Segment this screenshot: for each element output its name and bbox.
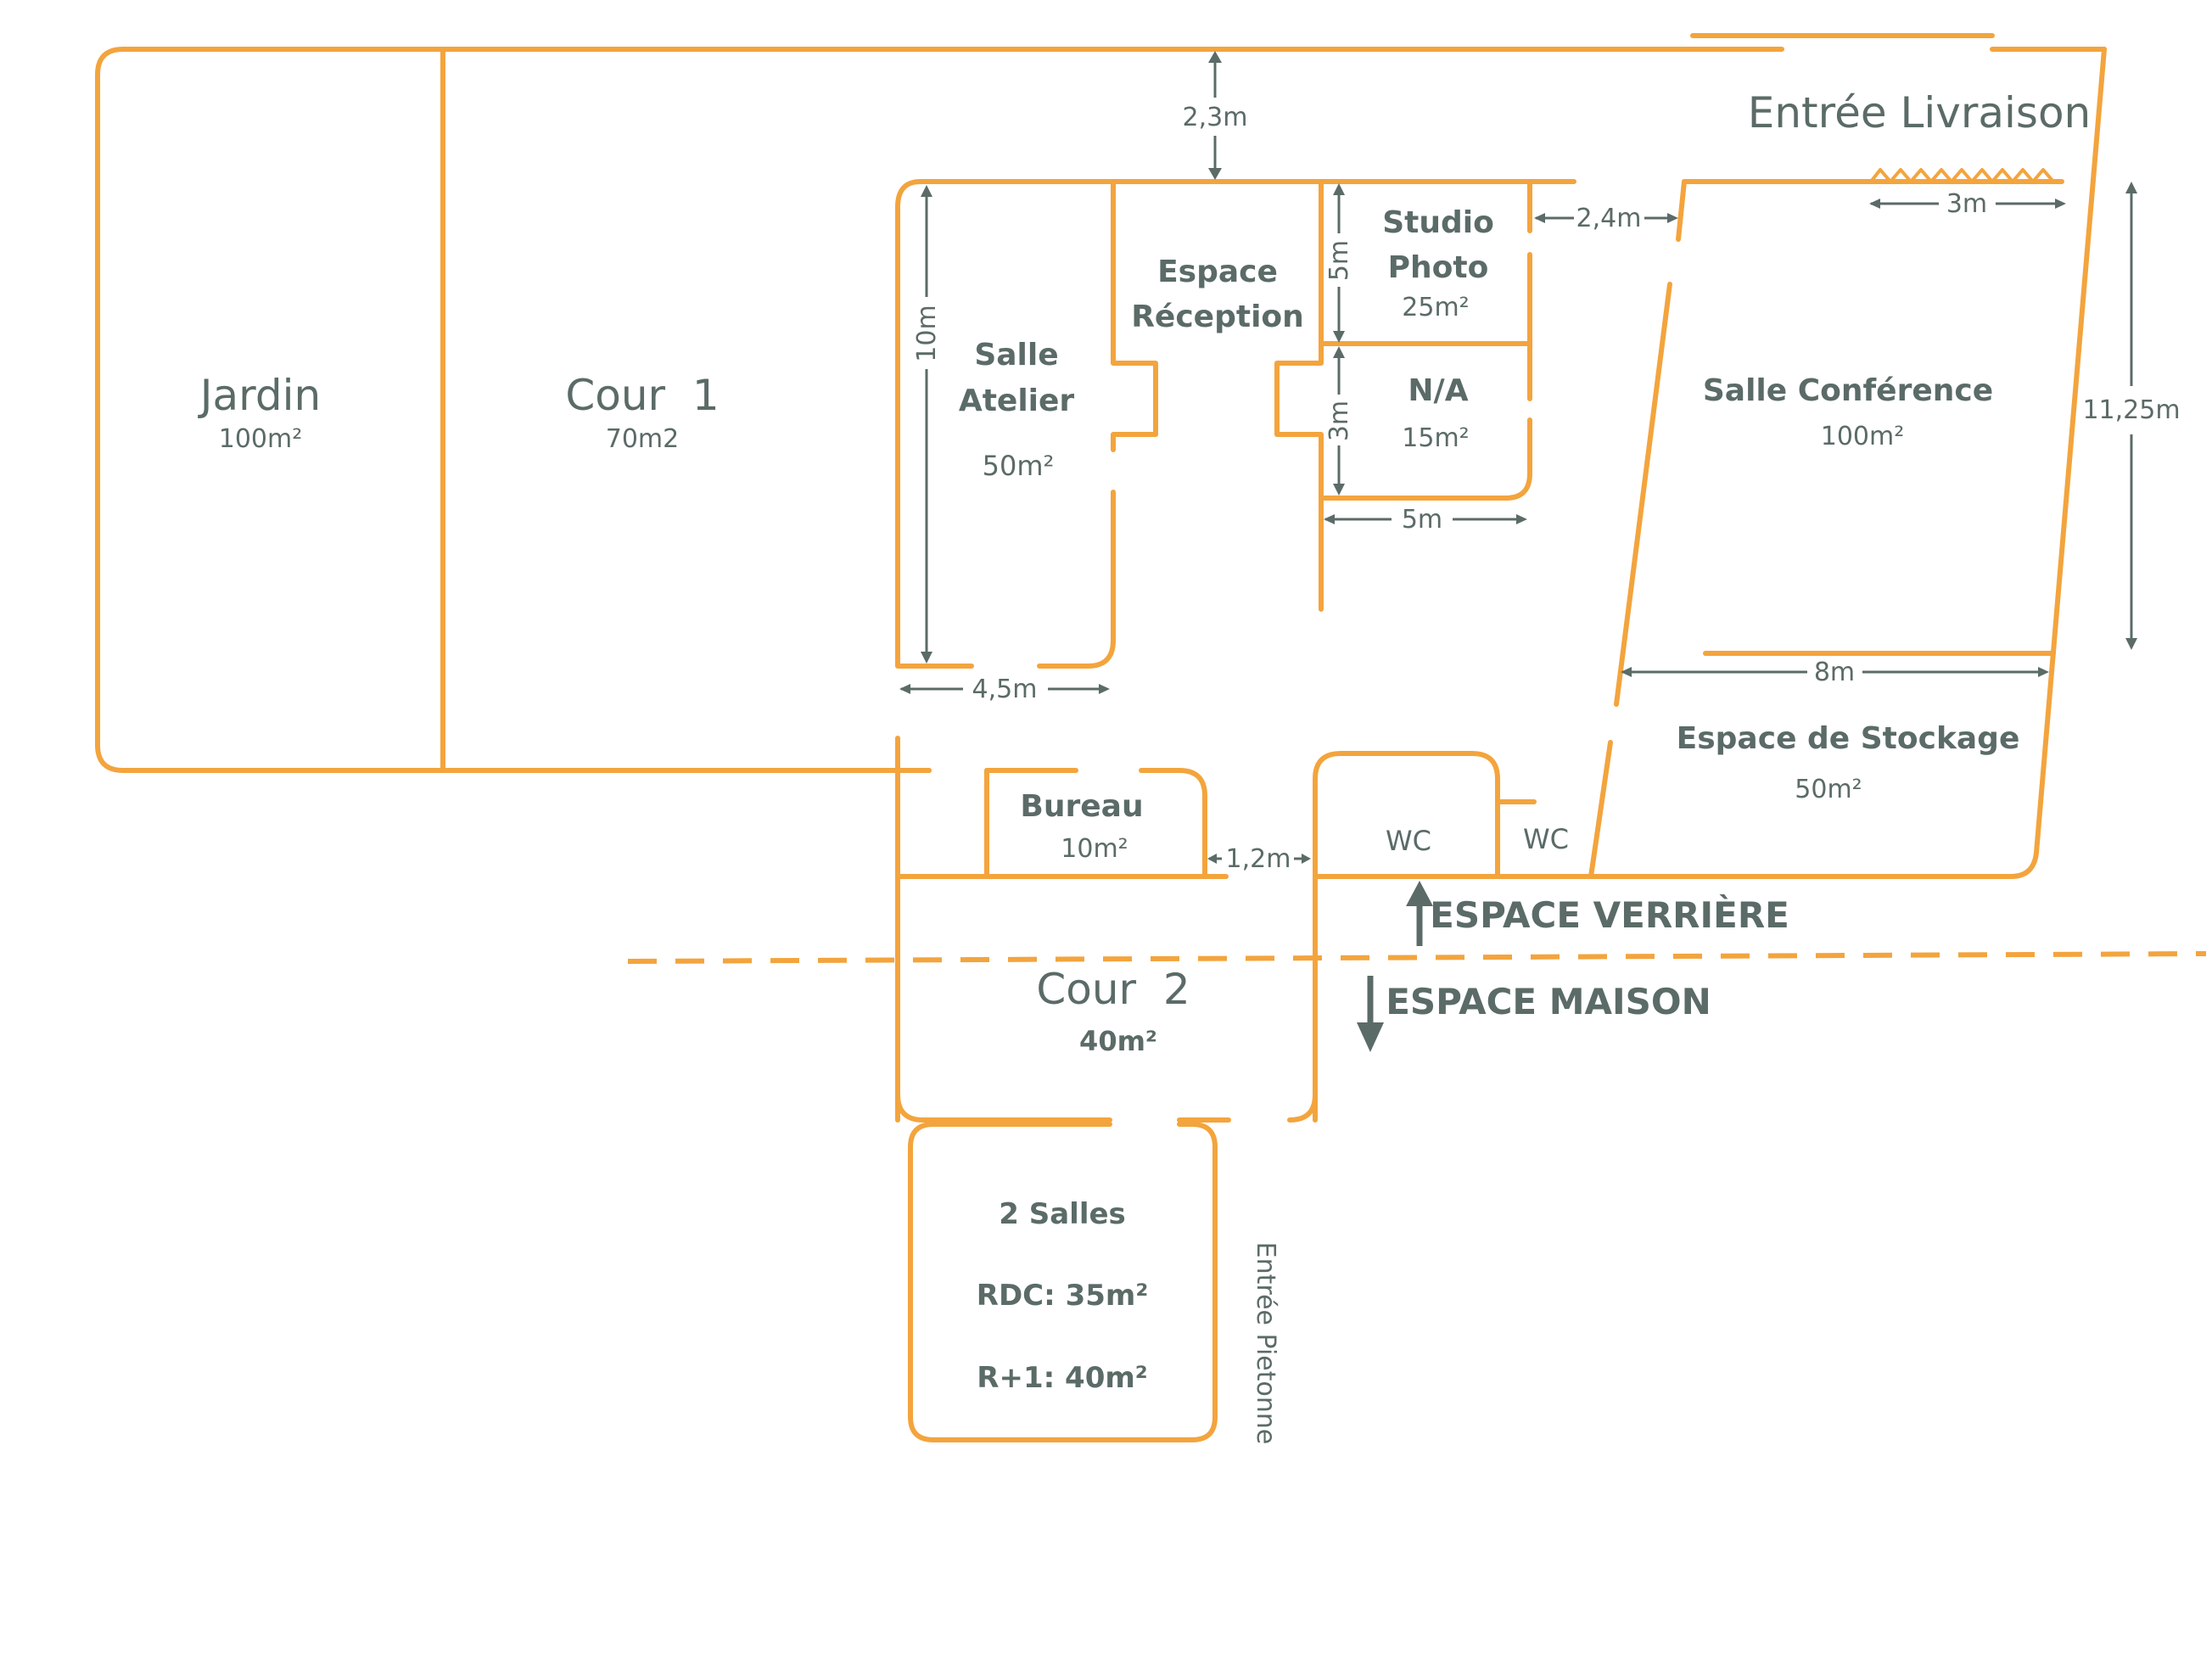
dim-2-3-label: 2,3m [1183, 103, 1248, 132]
dim-2-4-arrow-right [1667, 213, 1678, 223]
dim-2-4-label: 2,4m [1576, 204, 1642, 233]
room-reception-name-1: Espace [1157, 255, 1278, 289]
wall-atelier-right [1111, 179, 1158, 452]
dim-1-2-arrow-right [1302, 854, 1311, 864]
dim-5h-label: 5m [1402, 505, 1442, 535]
room-conference-area: 100m² [1821, 422, 1905, 451]
dim-2-4-arrow-left [1534, 213, 1545, 223]
room-cour2-name: Cour 2 [1036, 965, 1190, 1014]
label-entree-livraison: Entrée Livraison [1748, 88, 2092, 137]
label-entree-pietonne: Entrée Pietonne [1251, 1242, 1280, 1445]
wall-atelier-right-lower [1037, 490, 1116, 669]
dim-11-25-arrow-bottom [2125, 638, 2137, 650]
room-cour2-area: 40m² [1079, 1025, 1157, 1057]
arrow-down-icon [1357, 1022, 1384, 1052]
wall-zigzag [1869, 168, 2064, 183]
room-jardin-area: 100m² [219, 424, 303, 454]
room-atelier-area: 50m² [983, 450, 1055, 482]
wall-cour2-right [1287, 1092, 1318, 1123]
room-stockage-area: 50m² [1795, 775, 1862, 804]
room-bureau-area: 10m² [1061, 834, 1128, 864]
label-espace-verriere: ESPACE VERRIÈRE [1430, 893, 1789, 936]
dimension-labels: 2,3m 10m 4,5m 5m 3m 5m 2,4m 3m 11,25m 8m… [912, 103, 2181, 874]
room-atelier-name-1: Salle [974, 338, 1058, 372]
room-bureau-name: Bureau [1020, 789, 1143, 824]
wall-cour2 [895, 1092, 1112, 1123]
area-labels: Entrée Livraison ESPACE VERRIÈRE ESPACE … [1251, 88, 2091, 1444]
room-studio-name-2: Photo [1388, 250, 1489, 285]
room-na-area: 15m² [1402, 423, 1469, 453]
dim-8-label: 8m [1814, 658, 1855, 687]
dim-1-2-label: 1,2m [1226, 844, 1291, 874]
dim-3v-label: 3m [1324, 400, 1354, 441]
zone-arrows [1357, 881, 1433, 1052]
room-na-name: N/A [1408, 373, 1468, 408]
wall-bureau [1139, 768, 1207, 879]
wall-jardin-cour1-outline [95, 47, 1784, 773]
wall-salles [908, 1122, 1218, 1442]
walls [95, 33, 2207, 1442]
room-atelier-name-2: Atelier [959, 384, 1075, 418]
label-espace-maison: ESPACE MAISON [1386, 981, 1711, 1022]
arrow-up-icon [1406, 881, 1433, 906]
room-studio-area: 25m² [1402, 293, 1469, 322]
dim-4-5-arrow-left [899, 684, 910, 694]
dim-10-label: 10m [912, 305, 942, 361]
room-cour1-name: Cour 1 [565, 371, 719, 420]
wall-right-diagonal [1313, 47, 2107, 879]
dim-11-25-arrow-top [2125, 182, 2137, 193]
room-studio-name-1: Studio [1382, 205, 1494, 240]
room-conference-name: Salle Conférence [1703, 373, 1993, 408]
dim-10-arrow-top [921, 185, 932, 197]
room-salles-rdc: RDC: 35m² [977, 1279, 1148, 1313]
dim-5h-arrow-right [1516, 514, 1527, 524]
room-wc2-name: WC [1523, 823, 1569, 855]
dim-3top-arrow-left [1869, 199, 1880, 209]
wall-conference-left [1614, 282, 1672, 707]
wall-conference-left-low [1588, 740, 1613, 879]
room-stockage-name: Espace de Stockage [1677, 721, 2020, 756]
dim-5v-arrow-bottom [1333, 331, 1345, 343]
wall-conference-left-top [1676, 179, 1687, 242]
room-reception-name-2: Réception [1131, 300, 1304, 334]
dim-4-5-arrow-right [1099, 684, 1110, 694]
dim-3top-arrow-right [2055, 199, 2066, 209]
dim-3top-label: 3m [1946, 189, 1987, 219]
dim-2-3-arrow-bottom [1208, 168, 1222, 180]
wall-reception-right [1274, 179, 1324, 612]
dim-10-arrow-bottom [921, 652, 932, 664]
dim-3v-arrow-bottom [1333, 484, 1345, 496]
dim-3v-arrow-top [1333, 346, 1345, 358]
dim-5h-arrow-left [1324, 514, 1335, 524]
room-wc1-name: WC [1386, 825, 1431, 857]
wall-inner-top [895, 179, 1576, 669]
room-salles-r1: R+1: 40m² [977, 1361, 1147, 1395]
dim-8-arrow-left [1621, 667, 1632, 677]
room-jardin-name: Jardin [198, 371, 321, 420]
dim-11-25-label: 11,25m [2082, 395, 2180, 425]
wall-wc [1313, 751, 1500, 1123]
dim-8-arrow-right [2038, 667, 2049, 677]
room-labels: Jardin 100m² Cour 1 70m2 Salle Atelier 5… [198, 205, 2020, 1395]
room-salles-name: 2 Salles [999, 1197, 1126, 1231]
dim-1-2-arrow-left [1207, 854, 1217, 864]
dim-4-5-label: 4,5m [972, 675, 1038, 704]
wall-na-bottom [1319, 417, 1532, 501]
verriere-maison-separator [627, 951, 2207, 964]
dimension-lines [899, 51, 2137, 864]
dim-2-3-arrow-top [1208, 51, 1222, 63]
dim-5v-arrow-top [1333, 183, 1345, 195]
room-cour1-area: 70m2 [606, 424, 679, 454]
dim-5v-label: 5m [1324, 240, 1354, 281]
